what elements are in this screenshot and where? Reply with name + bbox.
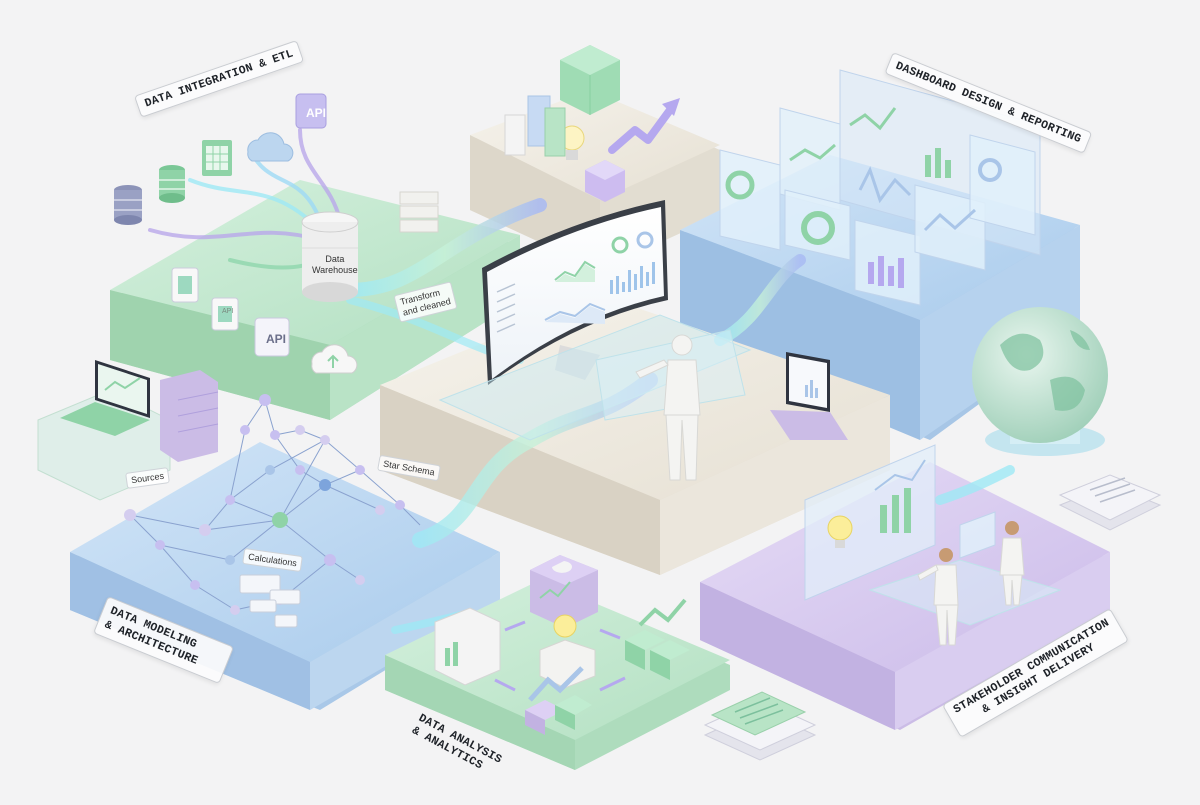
analysis-screen-cube-icon [434,607,501,686]
file-tile-icon [171,267,199,303]
document-stack-icon [1058,474,1162,531]
warehouse-label: Data Warehouse [308,252,362,278]
analyst-figure [635,334,701,481]
database-green-icon [159,165,185,203]
trend-blocks-icon [525,666,592,735]
stakeholder-figure-right [999,521,1025,606]
spreadsheet-icon [202,140,232,176]
flow-arrows [494,620,626,692]
network-nodes [124,394,405,615]
api-box-icon [254,317,290,357]
lightbulb-icon [559,125,585,160]
stakeholder-figure-left [917,548,959,646]
warehouse-label-line1: Data [325,254,345,264]
api-label-top: API [306,106,327,120]
server-rack-icon [160,370,219,462]
trend-arrowhead-icon [662,98,680,116]
database-icon [114,185,142,225]
green-cube-icon [560,45,620,115]
trend-arrow-icon [608,106,674,154]
star-schema-network [128,399,421,611]
server-stack-icon [399,191,439,233]
main-monitor [482,200,668,385]
cloud-upload-icon [311,344,358,374]
api-tile-icon [295,93,327,129]
lavender-cube-icon [585,160,625,202]
cloud-icon [247,132,294,162]
laptop-icon [770,352,848,440]
api-label-extra: API [222,308,234,315]
pie-cube-icon [530,555,598,628]
lightbulb-analysis-icon [539,614,596,689]
api-label-bottom: API [266,332,287,346]
data-warehouse-icon [301,211,359,302]
bar-tiles-icon [504,95,566,157]
green-blocks-icon [625,598,690,680]
calculation-cards [239,574,301,628]
document-stack-bottom-icon [703,691,817,761]
globe-icon [972,307,1108,456]
warehouse-label-line2: Warehouse [312,265,358,275]
file-stack-icon [211,297,239,331]
